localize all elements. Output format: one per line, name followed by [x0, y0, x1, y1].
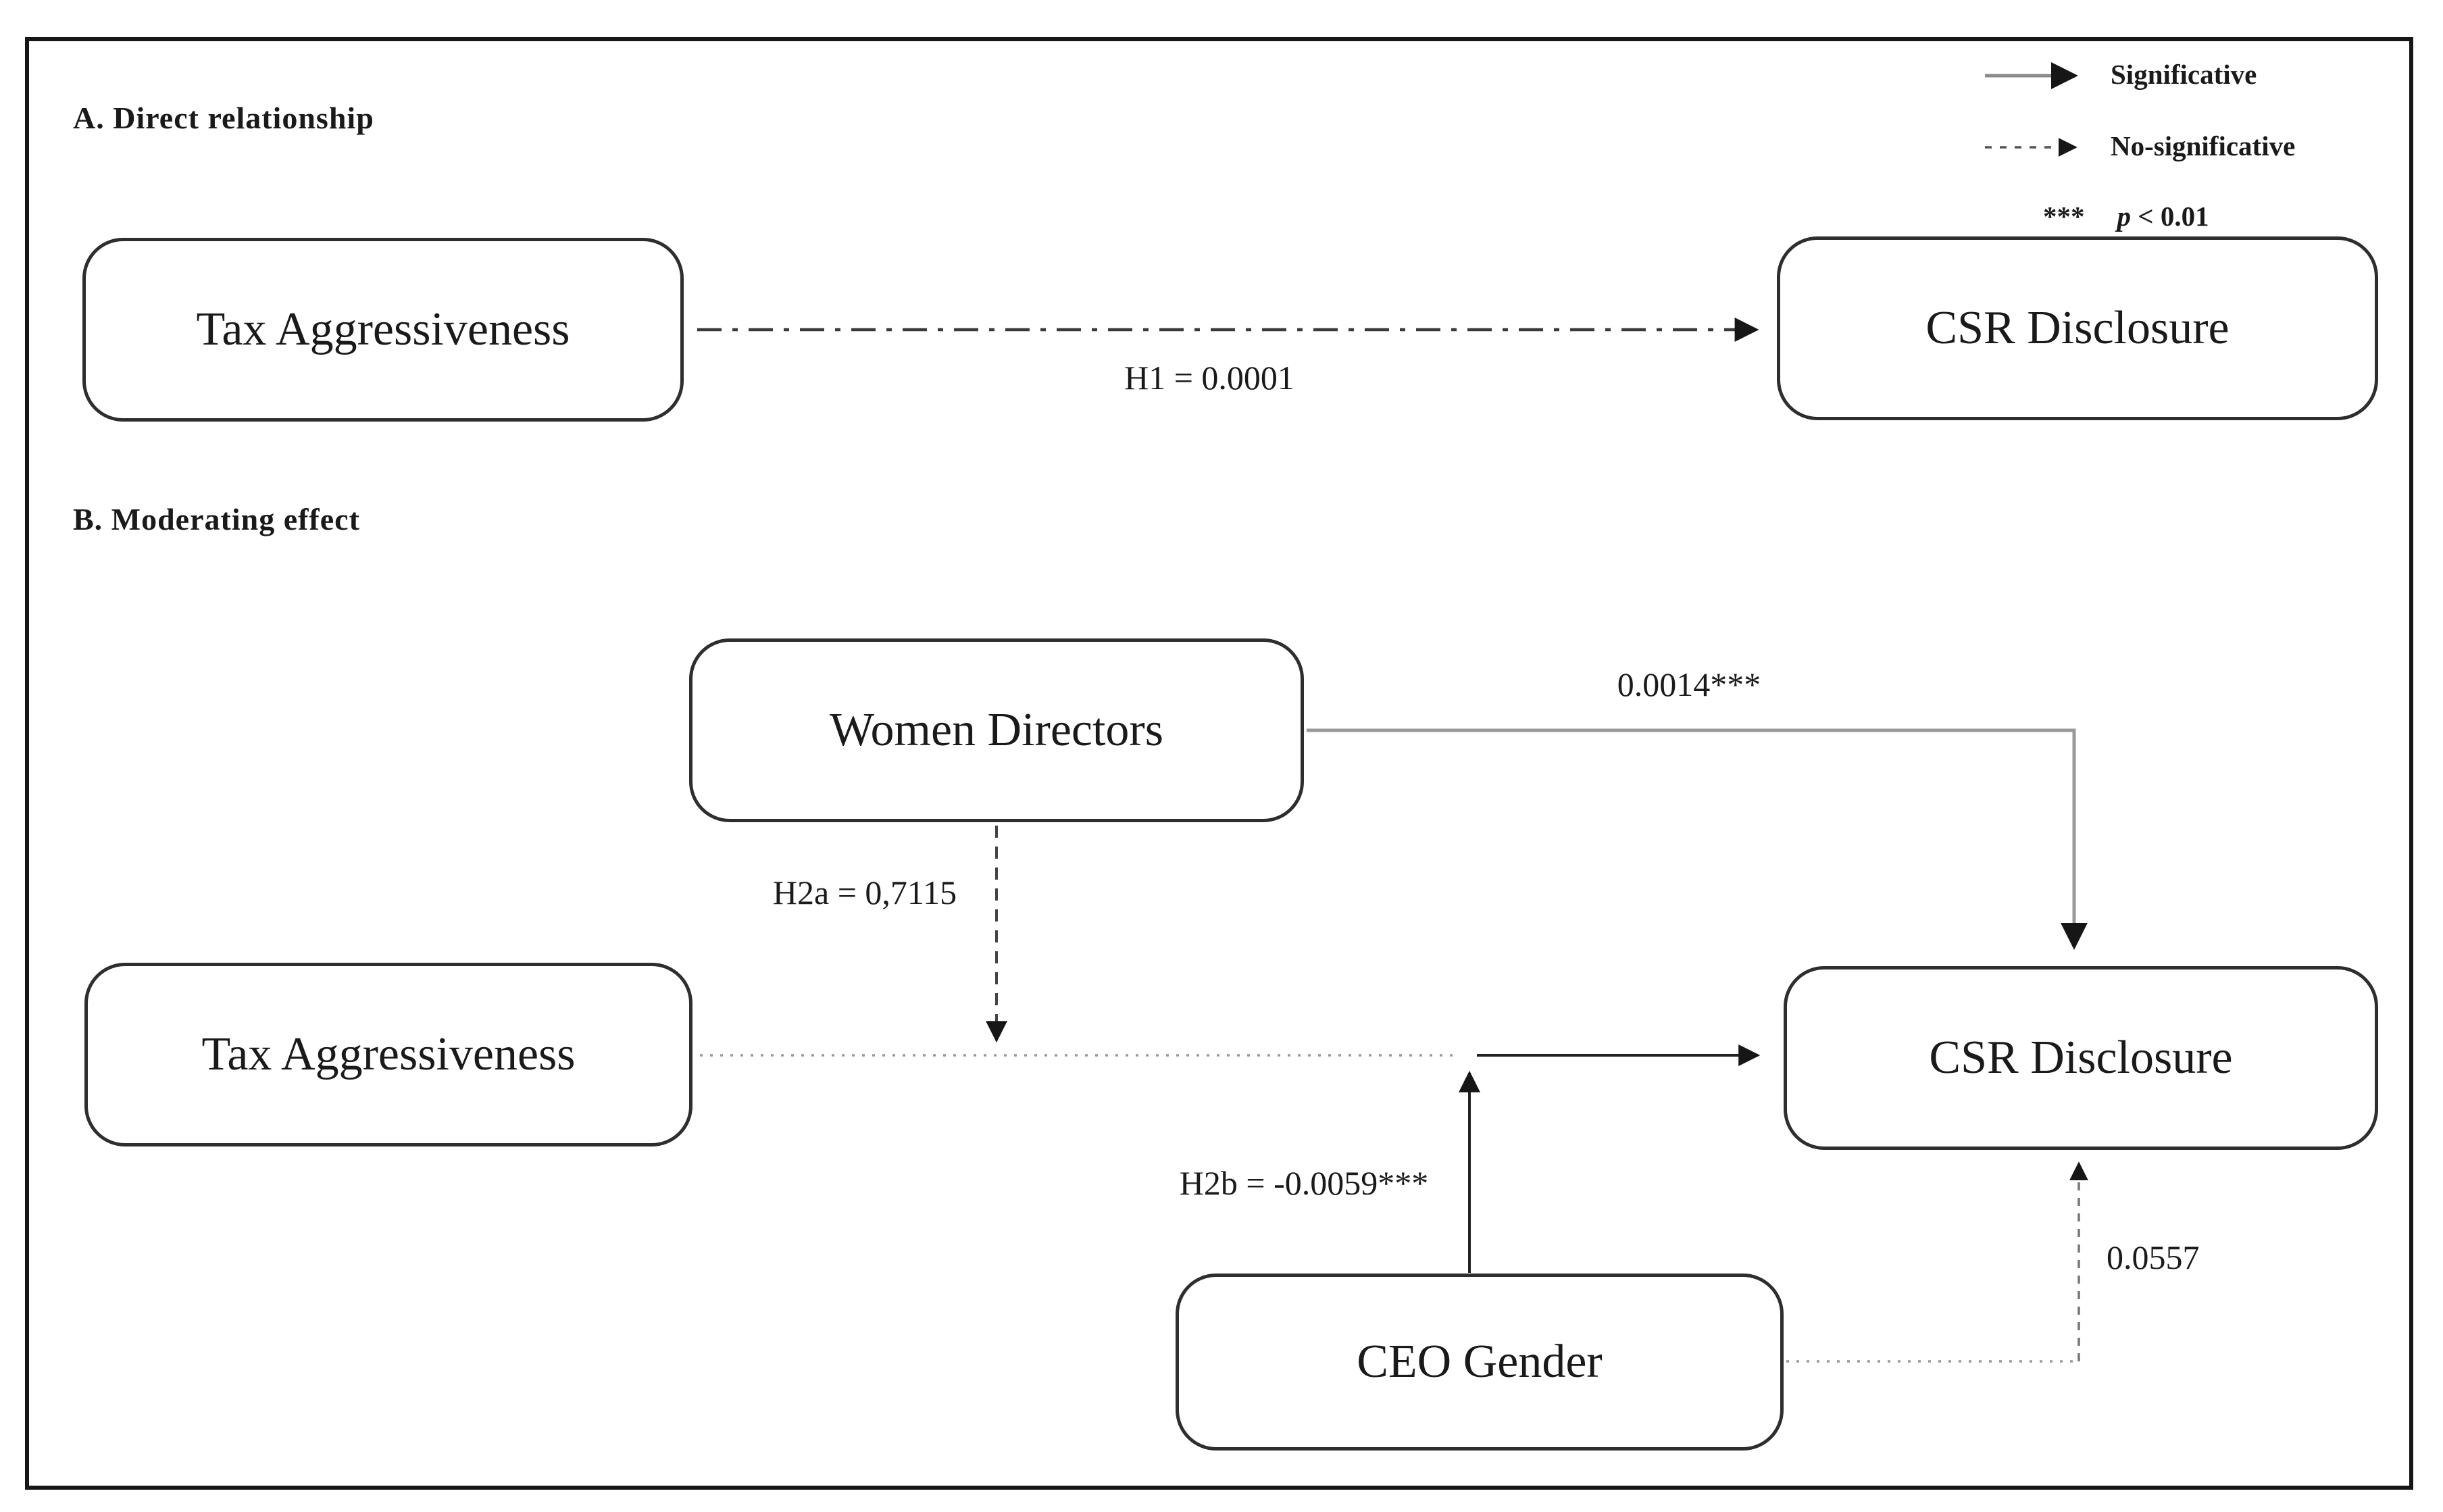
panel-b-tax-aggressiveness-box: Tax Aggressiveness [84, 963, 692, 1146]
legend-significant-label: Significative [2111, 59, 2257, 90]
panel-b-ceo-gender-label: CEO Gender [1357, 1336, 1603, 1388]
legend-p-value: p < 0.01 [2117, 200, 2209, 232]
legend-stars: *** [2043, 201, 2085, 232]
panel-b-tax-aggressiveness-label: Tax Aggressiveness [201, 1028, 576, 1080]
panel-a-csr-disclosure-box: CSR Disclosure [1777, 236, 2378, 420]
panel-a-csr-disclosure-label: CSR Disclosure [1925, 302, 2230, 354]
panel-b-title: B. Moderating effect [73, 502, 360, 536]
panel-b-ceo-csr-coefficient-label: 0.0557 [2107, 1238, 2200, 1276]
panel-b-csr-disclosure-label: CSR Disclosure [1929, 1032, 2233, 1084]
panel-a-title: A. Direct relationship [73, 101, 374, 135]
panel-b-women-directors-label: Women Directors [830, 704, 1163, 756]
legend-p-symbol: p [2117, 201, 2132, 232]
panel-b-csr-disclosure-box: CSR Disclosure [1784, 966, 2378, 1150]
panel-b-women-csr-coefficient-label: 0.0014*** [1617, 665, 1761, 703]
legend-nonsignificant-label: No-significative [2111, 130, 2296, 161]
panel-b-h2b-coefficient-label: H2b = -0.0059*** [1179, 1164, 1429, 1202]
legend-p-threshold: < 0.01 [2138, 201, 2209, 232]
panel-a-tax-aggressiveness-box: Tax Aggressiveness [82, 238, 684, 422]
panel-b-ceo-gender-box: CEO Gender [1176, 1274, 1784, 1451]
panel-b-women-directors-box: Women Directors [689, 638, 1304, 822]
panel-b-h2a-coefficient-label: H2a = 0,7115 [772, 874, 957, 911]
panel-a-h1-coefficient-label: H1 = 0.0001 [1124, 359, 1294, 397]
panel-a-tax-aggressiveness-label: Tax Aggressiveness [196, 303, 570, 355]
